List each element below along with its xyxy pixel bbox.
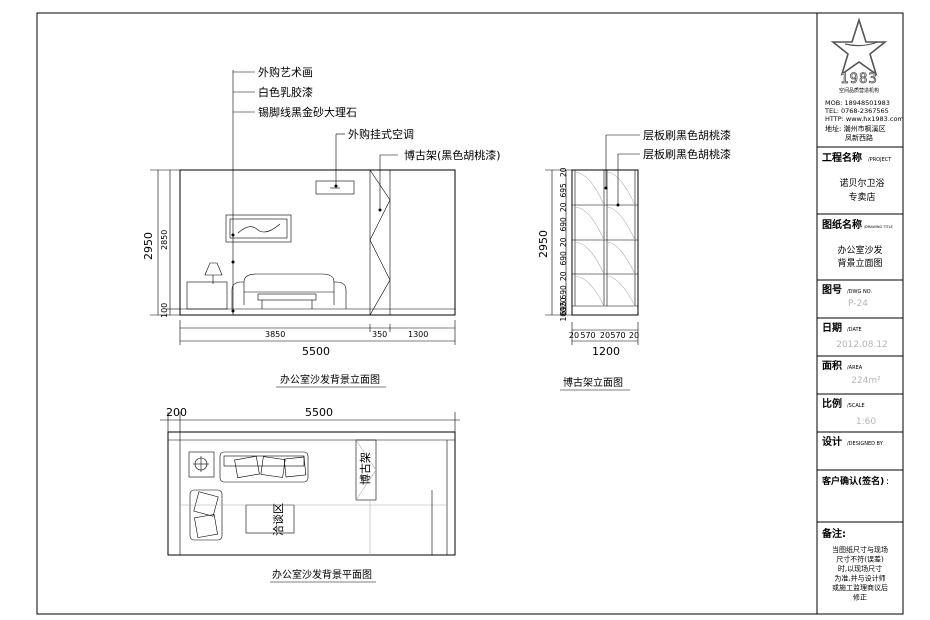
logo-text: 1983 xyxy=(840,71,878,87)
drawing-label-en: /DRAWING TITLE xyxy=(864,225,893,229)
shelf-callout-1: 层板刷黑色胡桃漆 xyxy=(643,128,731,142)
plan-dim-width: 5500 xyxy=(305,406,333,419)
lamp xyxy=(204,262,223,276)
elevation-title: 办公室沙发背景立面图 xyxy=(280,373,380,386)
callout-leaders xyxy=(231,70,398,315)
dim-base: 100 xyxy=(160,303,169,318)
callout-air-conditioner: 外购挂式空调 xyxy=(348,127,414,141)
shelf-vertical-dim-2: 20 xyxy=(559,202,568,212)
title-block: 1983 空间品质营造机构 MOB: 18948501983 TEL: 0768… xyxy=(817,17,904,602)
drawing-number: P-24 xyxy=(848,299,868,309)
sofa-elevation-shape xyxy=(231,273,347,309)
callout-baseboard: 锡脚线黑金砂大理石 xyxy=(258,105,357,119)
shelf-vertical-dim-8: 20 xyxy=(559,297,568,307)
note-lines: 当图纸尺寸与现场尺寸不符(误差)时,以现场尺寸为准,并与设计师或施工监理商议后修… xyxy=(832,545,888,602)
sheet-border xyxy=(36,12,904,615)
drawing-label: 图纸名称 xyxy=(822,218,862,231)
contact-http: HTTP: www.hx1983.com xyxy=(825,115,904,123)
note-line-1: 尺寸不符(误差) xyxy=(836,555,884,564)
area-label-en: /AREA xyxy=(847,365,863,371)
plan-room xyxy=(167,431,456,556)
shelf-bottom-dim-4: 20 xyxy=(629,331,639,340)
note-line-0: 当图纸尺寸与现场 xyxy=(832,545,888,554)
floor-plan: 200 5500 博古架 洽谈区 办公室沙发背景平面图 xyxy=(160,406,460,583)
dim-width-2: 350 xyxy=(372,330,387,339)
designer-label: 设计 xyxy=(822,435,842,448)
note-label: 备注: xyxy=(821,527,846,540)
note-line-2: 时,以现场尺寸 xyxy=(838,564,882,573)
artwork-frame xyxy=(225,214,292,243)
shelf-vertical-dim-1: 695 xyxy=(559,183,568,198)
note-line-4: 或施工监理商议后 xyxy=(832,583,888,592)
contact-address-2: 凤新西路 xyxy=(845,133,873,142)
callout-artwork: 外购艺术画 xyxy=(258,65,313,79)
number-label-en: /DWG NO. xyxy=(847,289,872,295)
designer-label-en: /DESIGNED BY xyxy=(847,441,884,447)
plan-title: 办公室沙发背景平面图 xyxy=(272,568,372,581)
plan-label-zone: 洽谈区 xyxy=(272,503,285,536)
project-label-en: /PROJECT xyxy=(868,157,892,163)
shelf-vertical-dim-4: 20 xyxy=(559,237,568,247)
plan-sofa xyxy=(219,451,309,483)
callout-latex-paint: 白色乳胶漆 xyxy=(258,85,313,99)
scale-value: 1:60 xyxy=(856,417,876,427)
drawing-name-2: 背景立面图 xyxy=(837,257,882,269)
project-label: 工程名称 xyxy=(822,151,862,164)
star-logo-icon xyxy=(830,17,888,76)
dim-total-width: 5500 xyxy=(302,345,330,358)
dim-inner-height: 2850 xyxy=(160,230,169,250)
shelf-vertical-dim-5: 690 xyxy=(559,251,568,266)
shelf-vertical-dim-0: 20 xyxy=(559,167,568,177)
plan-label-shelf: 博古架 xyxy=(359,452,372,485)
shelf-bottom-dim-1: 570 xyxy=(580,331,595,340)
client-separator: : xyxy=(886,477,889,487)
area-label: 面积 xyxy=(822,359,842,372)
air-conditioner xyxy=(315,180,355,195)
shelf-title: 博古架立面图 xyxy=(563,376,623,389)
elevation-wall xyxy=(179,169,456,316)
shelf-frame xyxy=(571,169,639,316)
dim-width-3: 1300 xyxy=(408,330,428,339)
number-label: 图号 xyxy=(822,284,842,296)
sofa-elevation: 外购艺术画 白色乳胶漆 锡脚线黑金砂大理石 外购挂式空调 博古架(黑色胡桃漆) … xyxy=(142,65,501,388)
scale-label-en: /SCALE xyxy=(847,403,865,409)
project-name-1: 诺贝尔卫浴 xyxy=(839,177,884,189)
shelf-vertical-dim-9: 695 xyxy=(559,301,568,316)
shelf-elevation: 层板刷黑色胡桃漆 层板刷黑色胡桃漆 2950 20695206902069020… xyxy=(537,128,731,391)
note-line-5: 修正 xyxy=(853,593,867,602)
date-label-en: /DATE xyxy=(847,327,862,333)
shelf-bottom-dim-2: 20 xyxy=(600,331,610,340)
plan-dim-left: 200 xyxy=(166,406,187,419)
shelf-vertical-dim-3: 690 xyxy=(559,217,568,232)
dim-overall-height: 2950 xyxy=(142,232,155,260)
drawing-name-1: 办公室沙发 xyxy=(837,244,882,256)
contact-tel: TEL: 0768-2367565 xyxy=(824,107,889,115)
shelf-dim-total: 1200 xyxy=(592,345,620,358)
shelf-dim-height: 2950 xyxy=(537,230,550,258)
note-line-3: 为准,并与设计师 xyxy=(834,574,885,583)
shelf-vertical-dim-7: 690 xyxy=(559,285,568,300)
area-value: 224m² xyxy=(851,376,881,386)
shelf-vertical-dim-10: 100 xyxy=(559,307,568,322)
dim-width-1: 3850 xyxy=(265,330,285,339)
elevation-dimensions xyxy=(150,169,456,345)
date-label: 日期 xyxy=(822,321,842,334)
contact-mob: MOB: 18948501983 xyxy=(825,99,890,107)
logo-subtitle: 空间品质营造机构 xyxy=(839,87,879,94)
callout-shelf: 博古架(黑色胡桃漆) xyxy=(404,148,501,162)
scale-label: 比例 xyxy=(822,397,842,410)
shelf-bottom-dim-0: 20 xyxy=(569,331,579,340)
shelf-callout-2: 层板刷黑色胡桃漆 xyxy=(643,147,731,161)
shelf-vertical-dim-6: 20 xyxy=(559,271,568,281)
project-name-2: 专卖店 xyxy=(848,191,875,203)
date-value: 2012.08.12 xyxy=(836,340,888,350)
shelf-bottom-dim-3: 570 xyxy=(610,331,625,340)
logo: 1983 空间品质营造机构 xyxy=(830,17,888,94)
contact-address-1: 地址: 潮州市枫溪区 xyxy=(825,124,886,133)
client-label: 客户确认(签名) xyxy=(821,475,884,487)
